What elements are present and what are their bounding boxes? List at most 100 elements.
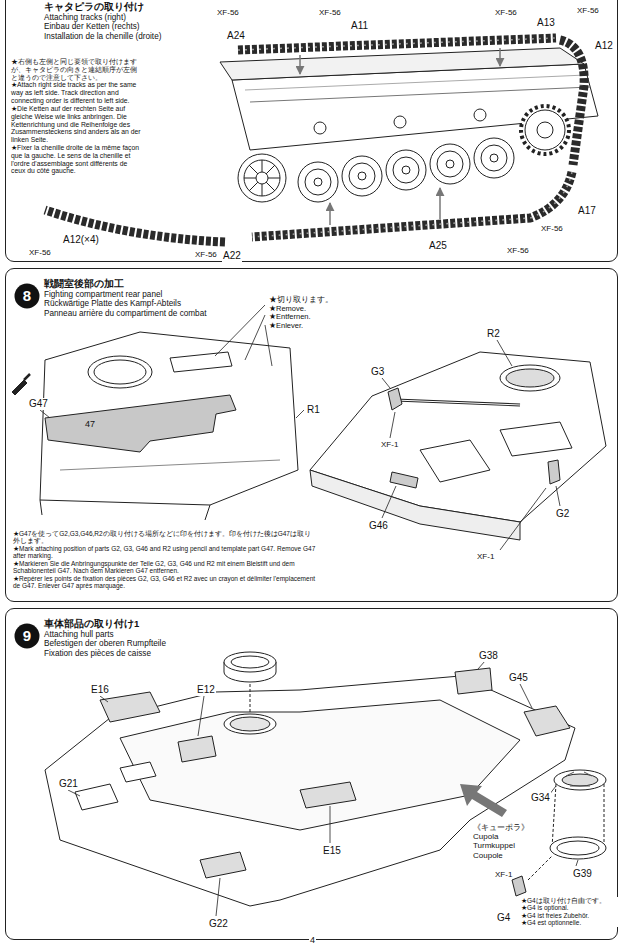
- part-number: E12: [196, 684, 216, 696]
- track-link: [238, 38, 556, 50]
- leader-line: [100, 696, 108, 702]
- template-part: [45, 395, 236, 452]
- hull-rear-marked: [395, 400, 520, 405]
- track-link: [238, 38, 556, 50]
- step-heading: 戦闘室後部の加工Fighting compartment rear panelR…: [44, 279, 206, 318]
- leader-line: [296, 410, 304, 418]
- paint-code: XF-1: [380, 440, 399, 449]
- road-wheel: [437, 151, 463, 177]
- leader-line: [265, 325, 272, 366]
- template-part: [45, 395, 236, 452]
- instruction-note: ★Fixer la chenille droite de la même faç…: [10, 144, 142, 175]
- part-number: E16: [90, 684, 110, 696]
- leader-line: [40, 305, 304, 418]
- assembly-arrow: [300, 48, 500, 225]
- assembly-arrow: [499, 48, 501, 66]
- label-slot: A24: [226, 30, 246, 42]
- road-wheel: [342, 156, 382, 196]
- step-number: 8: [14, 283, 40, 309]
- instruction-note: ★G4 ist freies Zubehör.: [520, 912, 618, 919]
- label-slot: R2: [486, 328, 501, 340]
- label-slot: XF-56: [216, 8, 240, 17]
- small-part: [390, 472, 418, 488]
- part-number: 47: [84, 419, 96, 429]
- leader-line: [68, 661, 578, 916]
- cupola-ring: [231, 656, 269, 668]
- road-wheel: [386, 150, 426, 190]
- drive-sprocket: [521, 106, 569, 154]
- part-number: A22: [222, 250, 242, 262]
- instruction-note: ★G47を使ってG2,G3,G46,R2の取り付ける場所などに印を付けます。印を…: [12, 530, 317, 545]
- instruction-note: ★Mark attaching position of parts G2, G3…: [12, 545, 317, 560]
- label-slot: E15: [322, 845, 342, 857]
- instruction-note: ★Markieren Sie die Anbringungspunkte der…: [12, 560, 317, 575]
- label-slot: XF-56: [540, 224, 564, 233]
- heading-translation: Rückwärtige Platte des Kampf-Abteils: [44, 299, 206, 308]
- part-number: G21: [58, 778, 79, 790]
- hull-part: [100, 668, 570, 878]
- paint-code: XF-1: [494, 870, 513, 879]
- label-slot: XF-1: [494, 870, 513, 879]
- track-link: [252, 172, 572, 237]
- page-number: 4: [309, 935, 316, 945]
- road-wheel: [305, 169, 331, 195]
- return-roller: [394, 116, 406, 128]
- part-number: G4: [496, 912, 511, 924]
- small-part: [388, 388, 560, 488]
- remove-note: ★Enlever.: [268, 322, 342, 331]
- road-wheel: [430, 144, 470, 184]
- paint-code: XF-56: [318, 8, 342, 17]
- small-part: [388, 388, 402, 410]
- road-wheel: [314, 178, 322, 186]
- paint-code: XF-56: [506, 246, 530, 255]
- small-part: [548, 460, 560, 484]
- part-number: G2: [555, 508, 570, 520]
- cupola-ring: [224, 652, 276, 712]
- heading-translation: Attaching hull parts: [44, 630, 166, 639]
- drive-sprocket: [537, 122, 553, 138]
- cupola-caption: Coupole: [472, 851, 544, 860]
- label-slot: A11: [350, 20, 369, 32]
- heading-japanese: キャタピラの取り付け: [44, 2, 161, 13]
- heading-translation: Befestigen der oberen Rumpfteile: [44, 639, 166, 648]
- cupola-parts: [554, 770, 606, 790]
- leader-line: [245, 315, 265, 360]
- part-number: G45: [508, 672, 529, 684]
- hull-top: [224, 714, 276, 734]
- road-wheel: [358, 172, 366, 180]
- road-wheel: [393, 157, 419, 183]
- part-number: A25: [428, 240, 448, 252]
- hull-rear-marked: [395, 400, 520, 405]
- label-slot: XF-56: [506, 246, 530, 255]
- label-slot: R1: [306, 404, 321, 416]
- label-slot: 4: [309, 935, 316, 945]
- paint-code: XF-56: [216, 8, 240, 17]
- label-slot: A13: [536, 17, 556, 29]
- leader-line: [382, 486, 396, 518]
- label-slot: G39: [572, 868, 593, 880]
- knife-icon: [12, 374, 30, 395]
- heading-japanese: 戦闘室後部の加工: [44, 279, 206, 290]
- part-number: A13: [536, 17, 556, 29]
- part-number: E15: [322, 845, 342, 857]
- instruction-note: ★G4 est optionnelle.: [520, 919, 618, 926]
- label-slot: XF-56: [194, 250, 218, 259]
- cupola-caption: Turmkuppel: [472, 841, 544, 850]
- heading-translation: Fighting compartment rear panel: [44, 290, 206, 299]
- part-number: A11: [350, 20, 369, 32]
- note-block: ★G47を使ってG2,G3,G46,R2の取り付ける場所などに印を付けます。印を…: [12, 530, 317, 590]
- hull-top: [120, 700, 520, 830]
- hull-rear-marked: [310, 470, 520, 540]
- hull-rear-marked: [500, 422, 572, 456]
- drive-sprocket: [525, 110, 565, 150]
- hull-top: [120, 762, 156, 782]
- step-heading: キャタピラの取り付けAttaching tracks (right)Einbau…: [44, 2, 161, 41]
- hull-rear-top: [205, 505, 210, 520]
- label-slot: G38: [478, 650, 499, 662]
- hull-top: [230, 717, 270, 731]
- note-block: ★右側も左側と同じ要領で取り付けますが、キャタピラの向きと連結順序が左側と違うの…: [10, 58, 142, 175]
- part-number: R1: [306, 404, 321, 416]
- instruction-note: ★Repérer les points de fixation des pièc…: [12, 575, 317, 590]
- leader-line: [478, 661, 485, 669]
- heading-translation: Panneau arrière du compartiment de comba…: [44, 309, 206, 318]
